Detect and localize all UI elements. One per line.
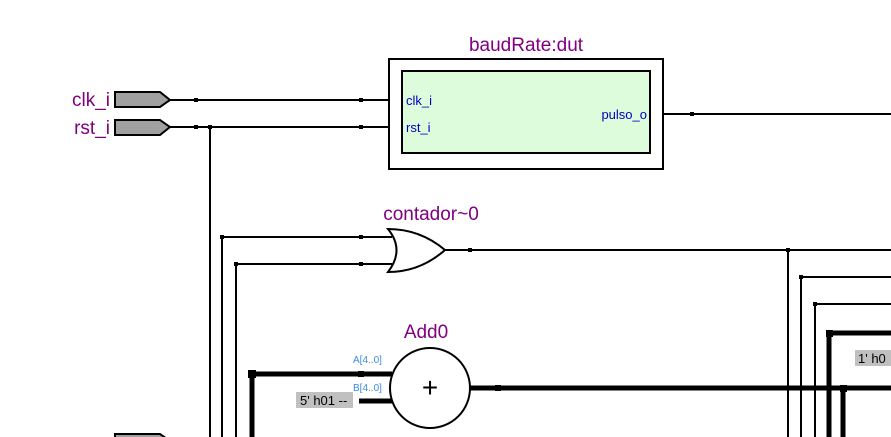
port-rst_i: rst_i [406, 120, 431, 135]
adder-add0[interactable]: Add0 + A[4..0] B[4..0] 5' h01 -- [296, 322, 471, 429]
pin-label: rst_i [74, 118, 110, 139]
pin-rst_i[interactable]: rst_i [74, 118, 172, 139]
pin-clk_i[interactable]: clk_i [72, 90, 172, 111]
port-clk_i: clk_i [406, 93, 432, 108]
module-title: baudRate:dut [469, 35, 584, 56]
or-gate-contador-0[interactable]: contador~0 [383, 204, 479, 274]
module-baudRate-dut[interactable]: baudRate:dut clk_i rst_i pulso_o [388, 35, 664, 170]
port-pulso_o: pulso_o [601, 107, 647, 122]
pin-label: clk_i [72, 90, 110, 111]
wires [170, 99, 891, 437]
buses [249, 330, 891, 437]
junctions [194, 98, 847, 392]
constant-1h0: 1' h0 [855, 350, 891, 366]
plus-icon: + [422, 372, 438, 403]
constant-b: 5' h01 -- [300, 393, 347, 408]
port-a-label: A[4..0] [353, 355, 382, 366]
or-gate-title: contador~0 [383, 204, 479, 225]
pin-partial-bottom[interactable] [114, 433, 170, 437]
constant-value: 1' h0 [858, 351, 886, 366]
port-b-label: B[4..0] [353, 383, 382, 394]
adder-title: Add0 [404, 322, 448, 343]
